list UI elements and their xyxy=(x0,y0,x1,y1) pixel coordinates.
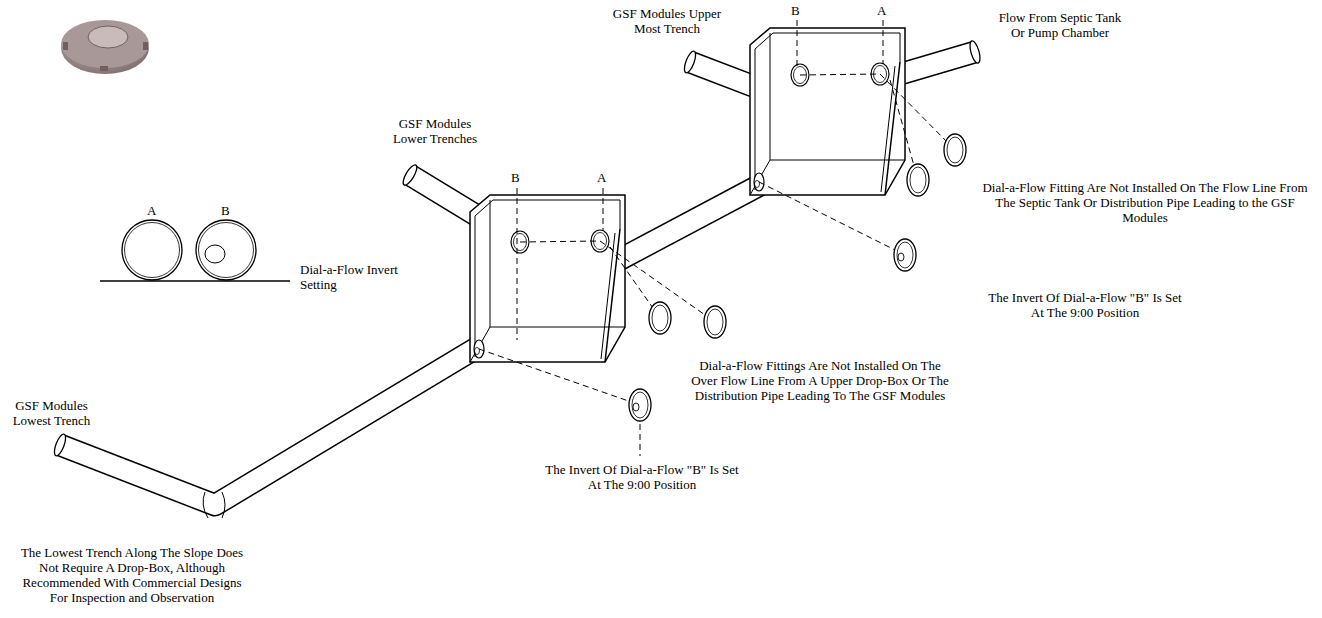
letter-label: B xyxy=(221,203,230,218)
dial-a-flow-fitting xyxy=(649,302,671,334)
annotation-label: GSF Modules Upper Most Trench xyxy=(612,6,722,36)
dashed-leaders xyxy=(479,20,955,456)
upper-drop-box xyxy=(750,28,905,195)
dial-a-flow-fitting xyxy=(629,389,651,421)
annotation-label: Dial-a-Flow Fittings Are Not Installed O… xyxy=(690,358,950,403)
letter-label: B xyxy=(791,3,800,18)
annotation-label: GSF Modules Lowest Trench xyxy=(4,398,99,428)
letter-label: A xyxy=(877,3,886,18)
letter-label: A xyxy=(147,203,156,218)
letter-label: B xyxy=(511,170,520,185)
dial-a-flow-fitting xyxy=(907,164,929,196)
annotation-label: GSF Modules Lower Trenches xyxy=(385,116,485,146)
dial-a-flow-fitting xyxy=(894,239,916,271)
dial-a-flow-fitting xyxy=(704,306,726,338)
annotation-label: Dial-a-Flow Invert Setting xyxy=(300,262,410,292)
annotation-label: The Invert Of Dial-a-Flow "B" Is Set At … xyxy=(985,290,1185,320)
annotation-label: The Lowest Trench Along The Slope Does N… xyxy=(12,545,252,605)
dial-a-flow-fitting xyxy=(944,134,966,166)
lower-drop-box xyxy=(470,195,625,362)
fitting-photo xyxy=(61,20,149,74)
letter-label: A xyxy=(597,170,606,185)
annotation-label: The Invert Of Dial-a-Flow "B" Is Set At … xyxy=(542,462,742,492)
invert-setting-sketch xyxy=(100,220,290,281)
annotation-label: Dial-a-Flow Fitting Are Not Installed On… xyxy=(975,180,1315,225)
annotation-label: Flow From Septic Tank Or Pump Chamber xyxy=(995,10,1125,40)
